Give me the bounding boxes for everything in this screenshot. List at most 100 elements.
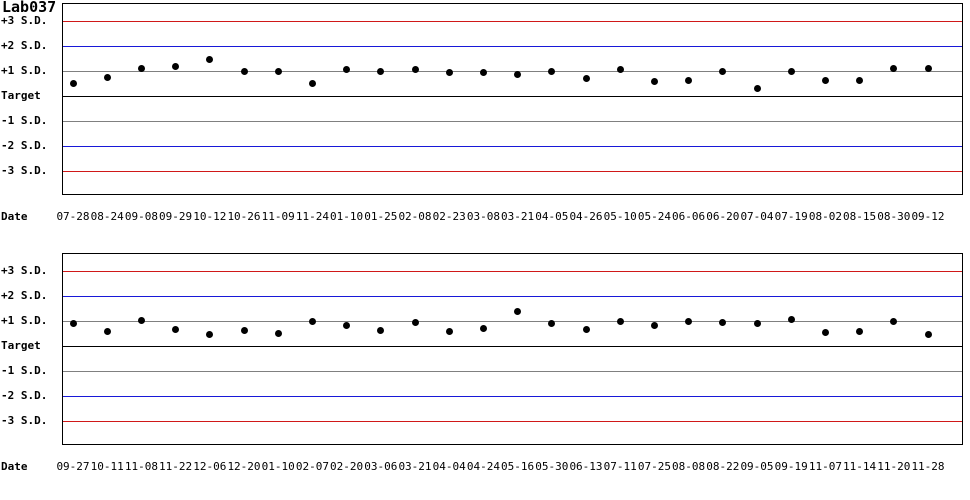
x-axis-tick-label: 09-19 <box>774 460 808 473</box>
x-axis-tick-label: 02-07 <box>295 460 329 473</box>
data-point <box>650 321 658 329</box>
x-axis-tick-label: 03-08 <box>466 210 500 223</box>
data-point <box>787 68 795 75</box>
x-axis-tick-label: 07-25 <box>637 460 671 473</box>
reference-line-target <box>63 96 962 97</box>
x-axis-tick-label: 01-10 <box>330 210 364 223</box>
data-point <box>274 68 282 75</box>
reference-line--1sd <box>63 371 962 372</box>
data-point <box>479 324 487 332</box>
x-axis-tick-label: 12-20 <box>227 460 261 473</box>
reference-line-1sd <box>63 321 962 322</box>
reference-line--2sd <box>63 396 962 397</box>
y-axis-label--3sd: -3 S.D. <box>1 414 48 427</box>
data-point <box>753 319 761 327</box>
x-axis-tick-label: 03-06 <box>364 460 398 473</box>
x-axis-tick-label: 12-06 <box>193 460 227 473</box>
y-axis-label-3sd: +3 S.D. <box>1 264 48 277</box>
y-axis-label-target: Target <box>1 89 41 102</box>
data-point <box>103 327 111 335</box>
reference-line--2sd <box>63 146 962 147</box>
y-axis-label-3sd: +3 S.D. <box>1 14 48 27</box>
data-point <box>787 315 795 323</box>
reference-line--1sd <box>63 121 962 122</box>
x-axis-tick-label: 05-16 <box>501 460 535 473</box>
data-point <box>137 316 145 324</box>
data-point <box>274 329 282 337</box>
data-point <box>856 328 864 335</box>
data-point <box>377 327 385 334</box>
data-point <box>172 62 180 70</box>
x-axis-tick-label: 11-09 <box>261 210 295 223</box>
date-axis-label-primary: Date <box>1 210 28 223</box>
x-axis-tick-label: 11-14 <box>843 460 877 473</box>
x-axis-tick-label: 07-28 <box>56 210 90 223</box>
x-axis-tick-label: 09-29 <box>159 210 193 223</box>
reference-line-1sd <box>63 71 962 72</box>
y-axis-label-target: Target <box>1 339 41 352</box>
x-axis-tick-label: 04-26 <box>569 210 603 223</box>
data-point <box>137 64 145 72</box>
data-point <box>924 330 932 338</box>
x-axis-tick-label: 06-13 <box>569 460 603 473</box>
x-axis-tick-label: 01-25 <box>364 210 398 223</box>
x-axis-tick-label: 01-10 <box>261 460 295 473</box>
data-point <box>411 319 419 326</box>
y-axis-label-2sd: +2 S.D. <box>1 39 48 52</box>
x-axis-tick-label: 11-24 <box>295 210 329 223</box>
x-axis-tick-label: 02-20 <box>330 460 364 473</box>
reference-line--3sd <box>63 421 962 422</box>
x-axis-tick-label: 03-21 <box>501 210 535 223</box>
plot-area-primary <box>62 3 963 195</box>
data-point <box>240 326 248 334</box>
data-point <box>411 66 419 73</box>
data-point <box>514 307 522 315</box>
data-point <box>240 68 248 75</box>
data-point <box>206 56 214 63</box>
chart-block-primary: Lab037 +3 S.D.+2 S.D.+1 S.D.Target-1 S.D… <box>0 0 970 240</box>
data-point <box>890 65 898 72</box>
x-axis-tick-label: 08-15 <box>843 210 877 223</box>
data-point <box>719 318 727 326</box>
x-axis-tick-label: 08-24 <box>90 210 124 223</box>
x-axis-tick-label: 08-30 <box>877 210 911 223</box>
x-axis-tick-label: 09-27 <box>56 460 90 473</box>
x-axis-tick-label: 07-11 <box>603 460 637 473</box>
data-point <box>479 69 487 76</box>
data-point <box>650 77 658 85</box>
data-point <box>856 77 864 84</box>
data-point <box>548 320 556 327</box>
reference-line-2sd <box>63 46 962 47</box>
y-axis-label--1sd: -1 S.D. <box>1 114 48 127</box>
x-axis-tick-label: 04-04 <box>432 460 466 473</box>
y-axis-label--2sd: -2 S.D. <box>1 389 48 402</box>
data-point <box>719 68 727 75</box>
data-point <box>548 67 556 75</box>
x-axis-tick-label: 10-12 <box>193 210 227 223</box>
x-axis-tick-label: 06-06 <box>672 210 706 223</box>
data-point <box>69 319 77 327</box>
x-axis-tick-label: 08-02 <box>808 210 842 223</box>
x-axis-tick-label: 08-08 <box>672 460 706 473</box>
x-axis-tick-label: 11-07 <box>808 460 842 473</box>
x-axis-tick-label: 04-24 <box>466 460 500 473</box>
x-axis-tick-label: 11-28 <box>911 460 945 473</box>
reference-line-3sd <box>63 271 962 272</box>
y-axis-label-1sd: +1 S.D. <box>1 314 48 327</box>
y-axis-label--2sd: -2 S.D. <box>1 139 48 152</box>
x-axis-tick-label: 11-08 <box>124 460 158 473</box>
y-axis-label--3sd: -3 S.D. <box>1 164 48 177</box>
data-point <box>514 70 522 78</box>
data-point <box>821 77 829 84</box>
data-point <box>377 68 385 75</box>
x-axis-tick-label: 02-23 <box>432 210 466 223</box>
x-axis-tick-label: 09-05 <box>740 460 774 473</box>
date-axis-label-secondary: Date <box>1 460 28 473</box>
x-axis-tick-label: 09-12 <box>911 210 945 223</box>
x-axis-tick-label: 07-04 <box>740 210 774 223</box>
x-axis-tick-label: 07-19 <box>774 210 808 223</box>
data-point <box>308 79 316 87</box>
x-axis-tick-label: 10-26 <box>227 210 261 223</box>
reference-line-2sd <box>63 296 962 297</box>
data-point <box>206 330 214 338</box>
